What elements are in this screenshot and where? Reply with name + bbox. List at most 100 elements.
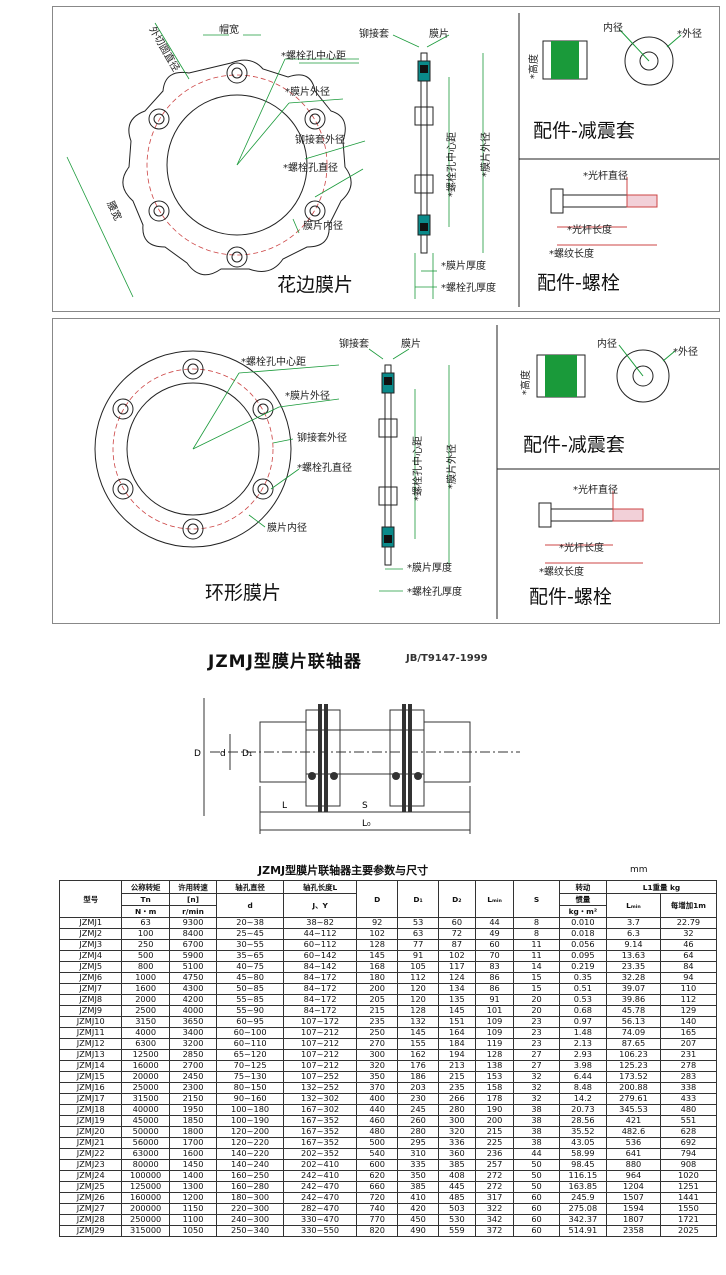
table-cell: 176 — [397, 1060, 440, 1072]
table-cell: 336 — [438, 1137, 476, 1149]
table-cell: 278 — [659, 1060, 718, 1072]
table-cell: 310 — [397, 1148, 440, 1160]
bolt-shank-l-label: *光杆长度 — [567, 223, 612, 236]
table-cell: 167~352 — [282, 1137, 358, 1149]
table-cell: 820 — [356, 1225, 399, 1237]
table-cell: 125.23 — [606, 1060, 661, 1072]
table-cell: 0.51 — [558, 983, 608, 995]
th-D2: D₂ — [438, 880, 476, 918]
dampener-caption: 配件-减震套 — [533, 120, 635, 142]
model-cell: JZMJ26 — [58, 1192, 123, 1204]
th-torque-sym: Tn — [121, 893, 170, 906]
ring-disc-caption: 环形膜片 — [205, 582, 281, 604]
table-cell: 164 — [438, 1027, 476, 1039]
table-cell: 236 — [474, 1148, 515, 1160]
table-cell: 0.018 — [558, 928, 608, 940]
table-cell: 315000 — [121, 1225, 170, 1237]
table-cell: 330~470 — [282, 1214, 358, 1226]
ring-disc-panel: *螺栓孔中心距 *膜片外径 铆接套外径 *螺栓孔直径 膜片内径 环形膜片 铆接套… — [52, 318, 720, 624]
table-cell: 77 — [397, 939, 440, 951]
ring-side-view — [378, 364, 398, 566]
th-torque: 公称转矩 — [121, 880, 170, 894]
bolt-shank-d-label: *光杆直径 — [573, 483, 618, 496]
table-cell: 540 — [356, 1148, 399, 1160]
rivet-od-label: 铆接套外径 — [297, 431, 347, 444]
model-cell: JZMJ2 — [58, 928, 123, 940]
table-cell: 107~172 — [282, 1016, 358, 1028]
th-inertia: 转动 — [558, 880, 608, 894]
table-cell: 450 — [397, 1214, 440, 1226]
flower-disc-drawing: 外切圆直径 帽宽 *螺栓孔中心距 *膜片外径 铆接套外径 *螺栓孔直径 膜片内径… — [66, 13, 719, 307]
table-cell: 100000 — [121, 1170, 170, 1182]
table-cell: 102 — [438, 950, 476, 962]
table-cell: 202~410 — [282, 1159, 358, 1171]
table-cell: 186 — [397, 1071, 440, 1083]
model-cell: JZMJ20 — [58, 1126, 123, 1138]
table-cell: 116.15 — [558, 1170, 608, 1182]
table-cell: 124 — [438, 972, 476, 984]
table-cell: 215 — [356, 1005, 399, 1017]
table-cell: 112 — [659, 994, 718, 1006]
table-cell: 2500 — [121, 1005, 170, 1017]
table-cell: 102 — [356, 928, 399, 940]
table-cell: 190 — [474, 1104, 515, 1116]
table-title: JZMJ型膜片联轴器主要参数与尺寸 — [258, 864, 429, 877]
table-cell: 20~38 — [216, 917, 284, 929]
table-cell: 20 — [513, 1005, 560, 1017]
table-cell: 300 — [438, 1115, 476, 1127]
model-cell: JZMJ22 — [58, 1148, 123, 1160]
model-cell: JZMJ19 — [58, 1115, 123, 1127]
table-cell: 692 — [659, 1137, 718, 1149]
table-cell: 15 — [513, 983, 560, 995]
table-cell: 64 — [659, 950, 718, 962]
table-cell: 84~172 — [282, 972, 358, 984]
table-cell: 60~142 — [282, 950, 358, 962]
table-cell: 15 — [513, 972, 560, 984]
table-cell: 551 — [659, 1115, 718, 1127]
table-cell: 1251 — [659, 1181, 718, 1193]
table-cell: 1.48 — [558, 1027, 608, 1039]
table-cell: 1300 — [168, 1181, 218, 1193]
table-cell: 38~82 — [282, 917, 358, 929]
table-cell: 55~85 — [216, 994, 284, 1006]
table-cell: 74.09 — [606, 1027, 661, 1039]
waist-width-label: 腰宽 — [104, 199, 124, 223]
table-cell: 330~550 — [282, 1225, 358, 1237]
catalog-title: JZMJ型膜片联轴器 JB/T9147-1999 — [0, 647, 726, 677]
table-cell: 23 — [513, 1016, 560, 1028]
table-cell: 0.219 — [558, 961, 608, 973]
bolt-shank-l-label: *光杆长度 — [559, 541, 604, 554]
table-cell: 559 — [438, 1225, 476, 1237]
dampener-drawing — [542, 28, 682, 86]
table-cell: 106.23 — [606, 1049, 661, 1061]
table-cell: 60 — [474, 939, 515, 951]
table-cell: 30~55 — [216, 939, 284, 951]
table-cell: 31500 — [121, 1093, 170, 1105]
table-cell: 1200 — [168, 1192, 218, 1204]
table-cell: 91 — [474, 994, 515, 1006]
table-cell: 45~80 — [216, 972, 284, 984]
table-cell: 720 — [356, 1192, 399, 1204]
table-cell: 600 — [356, 1159, 399, 1171]
table-cell: 4000 — [121, 1027, 170, 1039]
table-cell: 20000 — [121, 1071, 170, 1083]
table-cell: 628 — [659, 1126, 718, 1138]
table-cell: 173.52 — [606, 1071, 661, 1083]
table-cell: 360 — [438, 1148, 476, 1160]
table-cell: 128 — [356, 939, 399, 951]
table-cell: 38 — [513, 1126, 560, 1138]
table-cell: 0.095 — [558, 950, 608, 962]
table-cell: 35.52 — [558, 1126, 608, 1138]
model-cell: JZMJ7 — [58, 983, 123, 995]
table-cell: 335 — [397, 1159, 440, 1171]
coupling-drawing: D d D₁ L L₀ S — [190, 686, 540, 846]
model-cell: JZMJ8 — [58, 994, 123, 1006]
table-cell: 25~45 — [216, 928, 284, 940]
table-caption: JZMJ型膜片联轴器主要参数与尺寸 mm — [0, 862, 726, 880]
dampener-h-label: *高度 — [527, 54, 540, 79]
th-w-per-m: 每增加1m — [659, 893, 718, 918]
